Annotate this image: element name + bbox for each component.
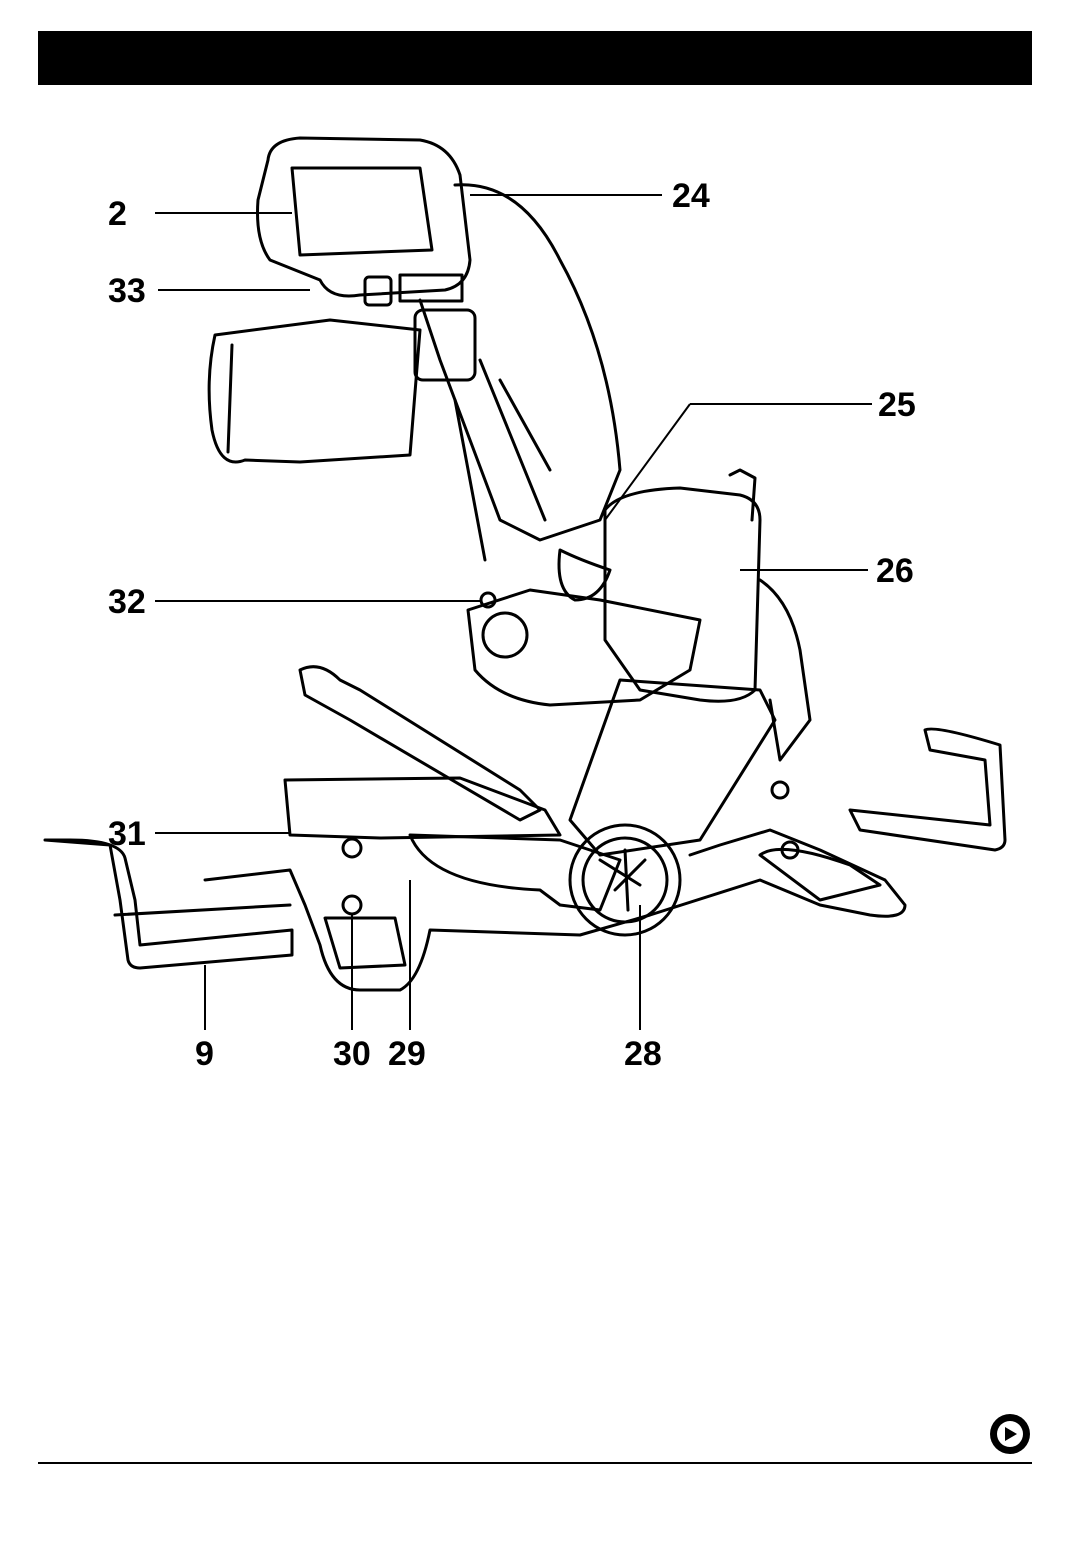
footer-rule xyxy=(38,1462,1032,1464)
rear-fence xyxy=(300,667,540,820)
right-extension xyxy=(850,729,1005,850)
callout-31: 31 xyxy=(108,815,146,853)
callout-32: 32 xyxy=(108,583,146,621)
lower-guard xyxy=(468,590,700,705)
callout-25: 25 xyxy=(878,386,916,424)
callout-2: 2 xyxy=(108,195,127,233)
front-fence xyxy=(285,778,560,838)
callout-24: 24 xyxy=(672,177,710,215)
saw-motor xyxy=(209,320,420,462)
saw-illustration xyxy=(45,138,1005,990)
callout-28: 28 xyxy=(624,1035,662,1073)
callout-9: 9 xyxy=(195,1035,214,1073)
saw-handle xyxy=(258,138,471,296)
leader-lines xyxy=(155,195,872,1030)
callout-26: 26 xyxy=(876,552,914,590)
left-extension xyxy=(45,840,292,968)
miter-saw-diagram: 2 24 33 25 26 32 31 9 30 29 28 xyxy=(0,0,1081,1100)
callout-30: 30 xyxy=(333,1035,371,1073)
callout-33: 33 xyxy=(108,272,146,310)
saw-base xyxy=(205,830,905,990)
rear-cover xyxy=(605,488,760,701)
pivot-arm xyxy=(570,680,775,855)
arrow-right-circle-icon[interactable] xyxy=(988,1412,1032,1456)
blade-guard xyxy=(420,185,620,540)
callout-29: 29 xyxy=(388,1035,426,1073)
